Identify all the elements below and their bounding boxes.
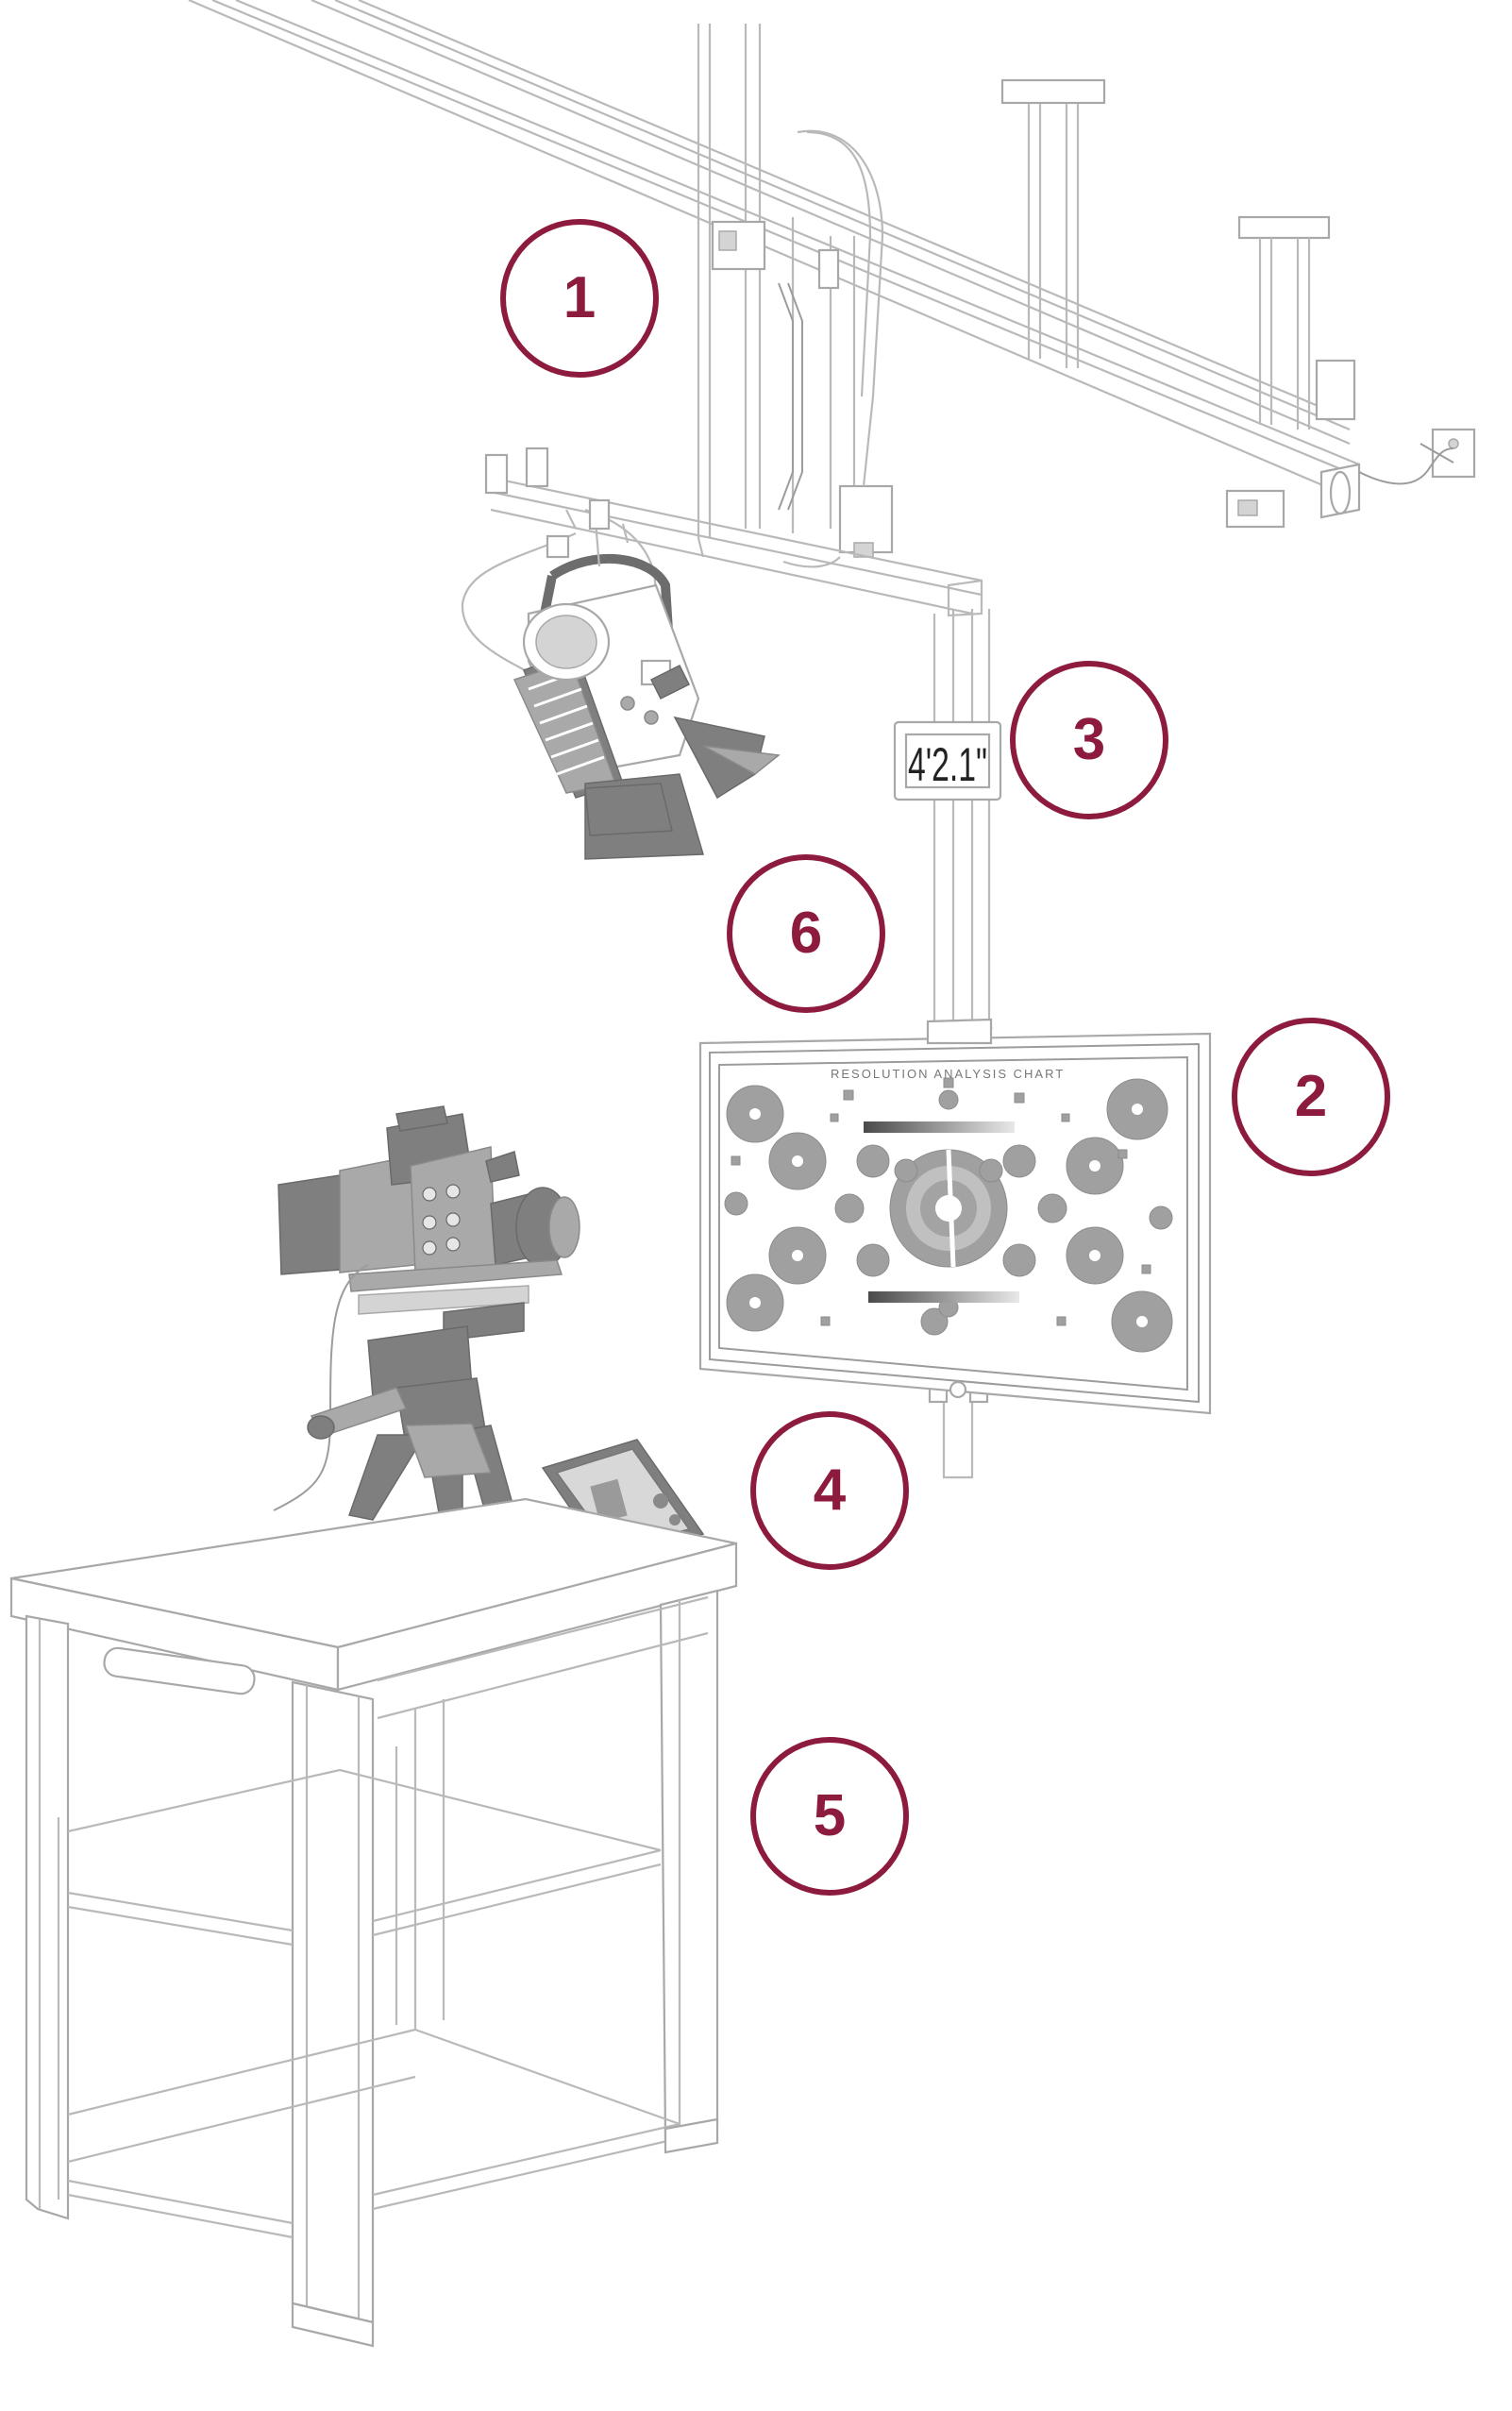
callout-3: 3 [1010,661,1168,819]
cart-table [9,1497,738,2348]
callout-2-label: 2 [1294,1064,1328,1129]
callout-5-label: 5 [813,1783,847,1848]
callout-2: 2 [1232,1018,1390,1176]
chart-title: RESOLUTION ANALYSIS CHART [831,1067,1065,1081]
callout-3-label: 3 [1072,707,1106,772]
cinema-camera-icon [273,1105,580,1540]
callout-1: 1 [500,219,659,378]
callout-6: 6 [727,854,885,1013]
callout-4-label: 4 [813,1458,847,1523]
height-readout: 4'2.1" [908,738,987,791]
ceiling-rail-system [188,0,1476,617]
callout-6-label: 6 [789,901,823,966]
callout-1-label: 1 [563,265,596,330]
resolution-chart: RESOLUTION ANALYSIS CHART [698,1018,1212,1415]
light-fixture-icon [461,498,781,860]
height-display: 4'2.1" [893,720,1002,801]
callout-5: 5 [750,1737,909,1896]
callout-4: 4 [750,1411,909,1570]
